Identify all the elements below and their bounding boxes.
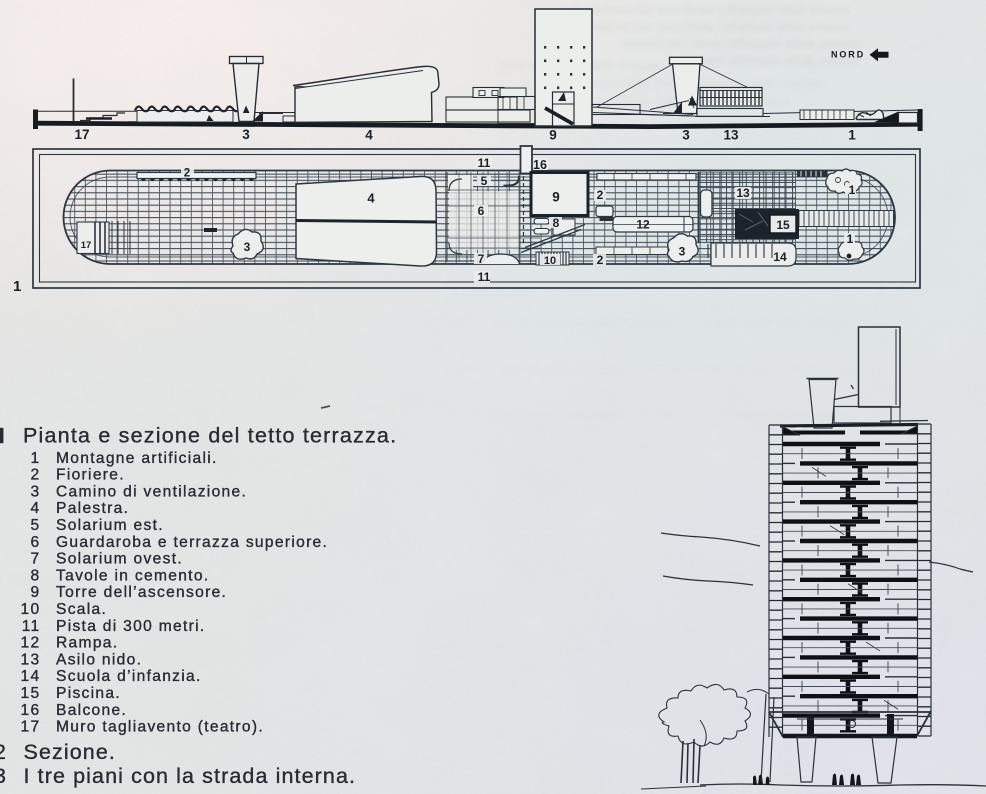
svg-text:3: 3	[242, 127, 250, 142]
svg-text:Camino di ventilazione.: Camino di ventilazione.	[56, 483, 247, 500]
svg-text:12: 12	[636, 218, 650, 232]
svg-text:10: 10	[21, 601, 41, 618]
svg-text:Solarium ovest.: Solarium ovest.	[56, 551, 183, 568]
svg-text:5: 5	[481, 174, 488, 188]
svg-text:1: 1	[31, 450, 41, 467]
svg-text:16: 16	[21, 702, 41, 719]
svg-text:17: 17	[74, 127, 89, 142]
svg-text:6: 6	[478, 204, 485, 218]
svg-text:Scuola d’infanzia.: Scuola d’infanzia.	[56, 668, 202, 685]
svg-text:1: 1	[849, 183, 856, 197]
svg-text:8: 8	[31, 567, 41, 584]
svg-text:4: 4	[367, 191, 375, 206]
svg-text:3: 3	[31, 483, 41, 500]
svg-text:Pista di 300 metri.: Pista di 300 metri.	[56, 618, 206, 635]
svg-text:13: 13	[21, 651, 41, 668]
svg-text:9: 9	[549, 128, 557, 143]
svg-text:Asilo nido.: Asilo nido.	[56, 651, 142, 668]
svg-text:Pianta e sezione del tetto ter: Pianta e sezione del tetto terrazza.	[23, 424, 397, 448]
svg-text:11: 11	[478, 156, 491, 170]
svg-text:3: 3	[682, 128, 690, 143]
svg-text:12: 12	[21, 635, 41, 652]
svg-text:2: 2	[597, 188, 604, 202]
svg-text:Sezione.: Sezione.	[24, 740, 116, 764]
svg-text:13: 13	[723, 128, 739, 143]
svg-text:2: 2	[0, 740, 6, 764]
svg-text:14: 14	[21, 668, 41, 685]
svg-text:Montagne artificiali.: Montagne artificiali.	[56, 450, 218, 467]
svg-text:15: 15	[21, 685, 41, 702]
svg-text:11: 11	[22, 618, 41, 635]
svg-text:3: 3	[244, 240, 251, 254]
svg-text:NORD: NORD	[831, 50, 865, 60]
svg-text:3: 3	[679, 245, 686, 259]
svg-text:2: 2	[597, 253, 604, 267]
svg-text:9: 9	[552, 190, 560, 205]
svg-text:4: 4	[365, 128, 373, 143]
svg-text:16: 16	[533, 158, 547, 172]
svg-text:5: 5	[31, 517, 41, 534]
svg-text:Guardaroba e terrazza superior: Guardaroba e terrazza superiore.	[56, 534, 328, 551]
svg-text:Muro tagliavento (teatro).: Muro tagliavento (teatro).	[56, 719, 264, 736]
svg-text:Scala.: Scala.	[56, 601, 107, 618]
svg-text:2: 2	[184, 168, 190, 180]
svg-text:4: 4	[31, 500, 41, 517]
svg-text:13: 13	[736, 186, 750, 200]
svg-text:Balcone.: Balcone.	[56, 702, 127, 719]
svg-text:17: 17	[81, 240, 92, 251]
svg-text:Tavole in cemento.: Tavole in cemento.	[56, 567, 209, 584]
svg-text:7: 7	[31, 551, 41, 568]
svg-text:7: 7	[478, 252, 485, 266]
svg-text:15: 15	[776, 218, 790, 232]
svg-text:1: 1	[847, 232, 854, 246]
svg-text:10: 10	[544, 255, 556, 267]
svg-text:Palestra.: Palestra.	[56, 500, 129, 517]
svg-text:14: 14	[773, 250, 787, 264]
svg-text:Torre dell’ascensore.: Torre dell’ascensore.	[56, 584, 227, 601]
svg-text:Rampa.: Rampa.	[56, 635, 118, 652]
svg-text:1: 1	[848, 128, 856, 143]
svg-text:1: 1	[13, 278, 21, 295]
svg-text:8: 8	[553, 216, 560, 230]
svg-text:11: 11	[478, 270, 491, 284]
svg-text:Solarium est.: Solarium est.	[56, 517, 164, 534]
svg-text:9: 9	[31, 584, 41, 601]
svg-text:6: 6	[31, 534, 41, 551]
svg-text:Piscina.: Piscina.	[56, 685, 121, 702]
svg-text:3: 3	[0, 764, 6, 788]
svg-text:I tre piani con la strada inte: I tre piani con la strada interna.	[24, 764, 357, 788]
svg-text:17: 17	[21, 719, 41, 736]
svg-text:Fioriere.: Fioriere.	[56, 467, 125, 484]
svg-text:2: 2	[31, 467, 41, 484]
